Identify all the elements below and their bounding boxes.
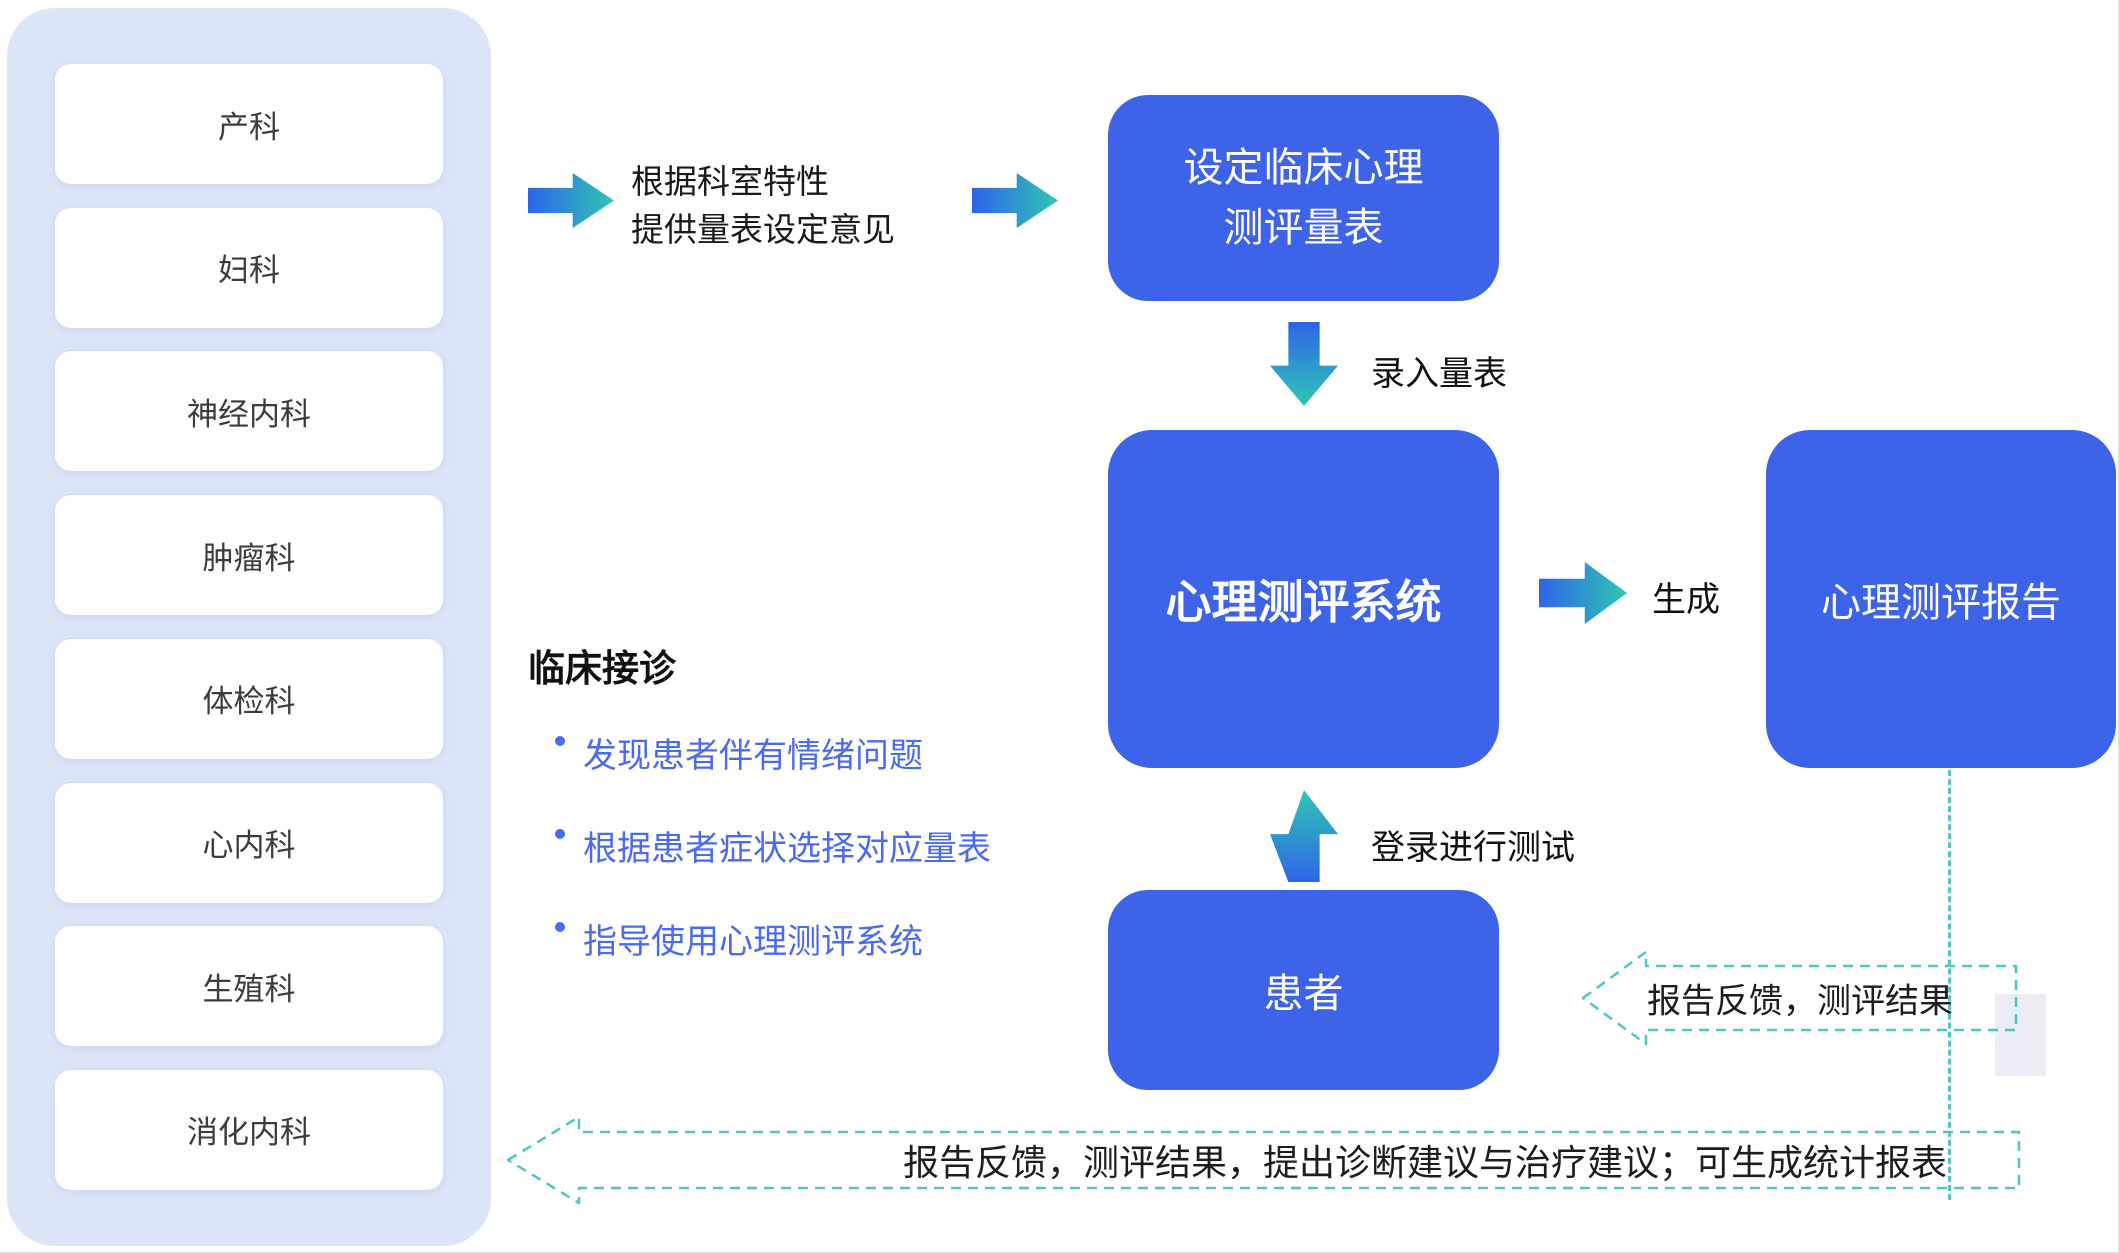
clinical-bullet-text: 根据患者症状选择对应量表 (583, 830, 991, 868)
arrow-right-icon (972, 173, 1058, 228)
node-assessment-system: 心理测评系统 (1108, 430, 1499, 768)
clinical-bullet-text: 指导使用心理测评系统 (583, 923, 923, 961)
enter-scale-label: 录入量表 (1371, 355, 1507, 393)
feedback-arrow-to-departments: 报告反馈，测评结果，提出诊断建议与治疗建议；可生成统计报表 (505, 1112, 2023, 1208)
clinical-bullet: 发现患者伴有情绪问题 (528, 728, 991, 777)
department-item: 生殖科 (55, 926, 443, 1047)
generate-label: 生成 (1652, 581, 1720, 619)
departments-panel: 产科 妇科 神经内科 肿瘤科 体检科 心内科 生殖科 消化内科 (7, 8, 491, 1246)
clinical-title: 临床接诊 (528, 648, 676, 689)
dashed-left-arrow-outline-icon (506, 1115, 2021, 1205)
department-item: 产科 (55, 64, 443, 184)
department-item: 体检科 (55, 638, 443, 759)
highlight-bar (1995, 994, 2046, 1076)
dashed-connector-line (1948, 770, 1951, 1200)
bullet-dot-icon (555, 922, 565, 932)
dashed-left-arrow-outline-icon (1581, 950, 2018, 1046)
clinical-bullet: 根据患者症状选择对应量表 (528, 821, 991, 870)
clinical-section: 临床接诊 发现患者伴有情绪问题 根据患者症状选择对应量表 指导使用心理测评系统 (528, 638, 991, 963)
node-assessment-report: 心理测评报告 (1766, 430, 2116, 768)
arrow-down-icon (1270, 322, 1338, 406)
arrow-up-icon (1270, 790, 1338, 882)
feedback-to-patient-label: 报告反馈，测评结果 (1647, 982, 1953, 1021)
arrow-right-icon (528, 173, 614, 228)
login-label: 登录进行测试 (1371, 829, 1575, 867)
department-item: 肿瘤科 (55, 495, 443, 616)
clinical-bullet: 指导使用心理测评系统 (528, 914, 991, 963)
department-item: 妇科 (55, 207, 443, 328)
node-scale-setup: 设定临床心理 测评量表 (1108, 95, 1499, 301)
bullet-dot-icon (555, 736, 565, 746)
node-patient: 患者 (1108, 890, 1499, 1090)
arrow-right-icon (1539, 562, 1627, 624)
feedback-arrow-to-patient: 报告反馈，测评结果 (1580, 944, 2020, 1052)
department-item: 心内科 (55, 782, 443, 903)
advice-note: 根据科室特性 提供量表设定意见 (631, 163, 895, 248)
department-item: 神经内科 (55, 351, 443, 472)
bullet-dot-icon (555, 829, 565, 839)
department-item: 消化内科 (55, 1069, 443, 1190)
feedback-to-departments-label: 报告反馈，测评结果，提出诊断建议与治疗建议；可生成统计报表 (902, 1142, 1947, 1183)
clinical-bullet-text: 发现患者伴有情绪问题 (583, 737, 923, 775)
